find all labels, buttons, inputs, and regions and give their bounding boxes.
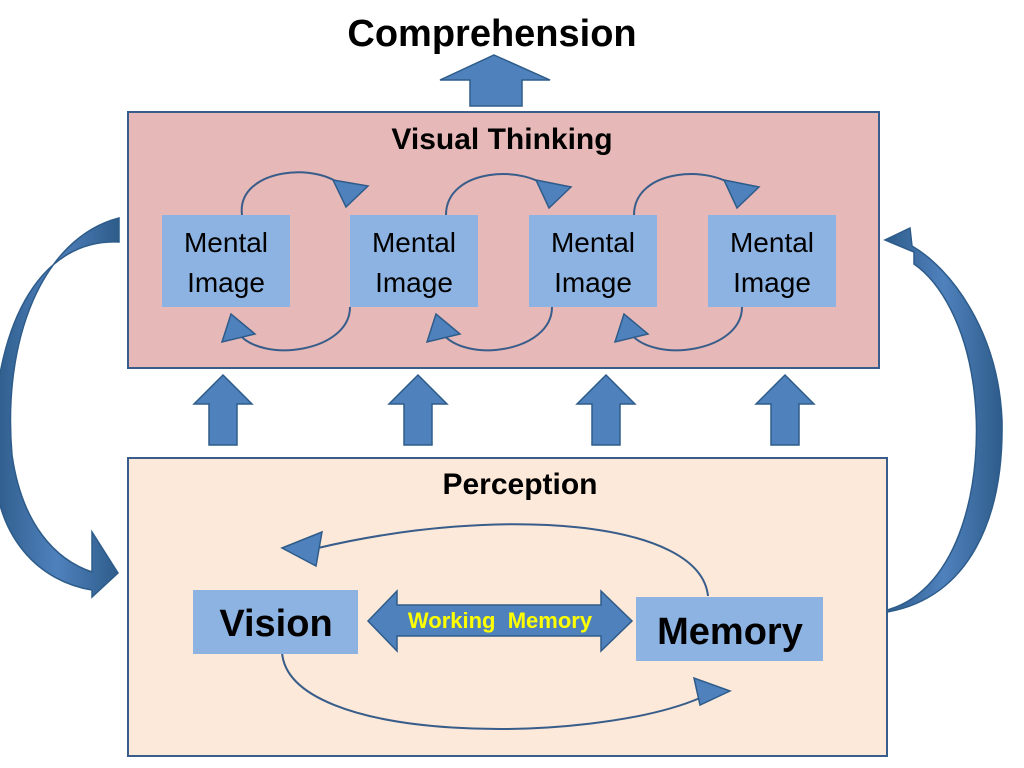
backward-loop-arc xyxy=(237,306,351,352)
mental-image-label-line1: Mental xyxy=(184,227,268,258)
mental-image-label-line1: Mental xyxy=(372,227,456,258)
mental-image-label-line2: Image xyxy=(554,267,632,298)
working-memory-double-arrow xyxy=(366,589,634,653)
mental-image-label-line2: Image xyxy=(733,267,811,298)
perception-loop-bottom-arc xyxy=(281,651,701,730)
comprehension-title: Comprehension xyxy=(347,13,636,55)
up-arrow xyxy=(754,373,816,446)
backward-arrow-head xyxy=(220,312,257,344)
perception-loop-bottom-arrow-head xyxy=(692,676,732,707)
mental-image-box: Mental Image xyxy=(708,215,836,307)
working-memory-label: Working Memory xyxy=(408,608,593,633)
perception-title: Perception xyxy=(442,468,597,501)
mental-image-label-line2: Image xyxy=(187,267,265,298)
forward-arrow-head xyxy=(534,178,573,210)
up-arrow xyxy=(575,373,637,446)
up-arrow xyxy=(192,373,254,446)
mental-image-box: Mental Image xyxy=(350,215,478,307)
backward-loop-arc xyxy=(441,306,553,352)
mental-image-box: Mental Image xyxy=(529,215,657,307)
backward-arrow-head xyxy=(425,312,462,344)
up-arrow xyxy=(387,373,449,446)
forward-arrow-head xyxy=(331,179,370,209)
vision-box xyxy=(193,590,358,654)
right-curved-arrow xyxy=(883,226,1003,613)
backward-arrow-head xyxy=(613,312,650,344)
mental-image-label-line2: Image xyxy=(375,267,453,298)
perception-loop-top-arc xyxy=(317,523,709,597)
mental-image-box: Mental Image xyxy=(162,215,290,307)
memory-box xyxy=(636,597,823,661)
perception-loop-top-arrow-head xyxy=(280,530,323,568)
visual-thinking-title: Visual Thinking xyxy=(391,123,612,156)
memory-label: Memory xyxy=(657,611,803,653)
backward-loop-arc xyxy=(629,306,743,352)
mental-image-label-line1: Mental xyxy=(730,227,814,258)
vision-label: Vision xyxy=(219,603,332,645)
forward-arrow-head xyxy=(722,178,761,210)
left-curved-arrow xyxy=(0,217,120,599)
up-arrow-comprehension xyxy=(439,54,551,107)
mental-image-label-line1: Mental xyxy=(551,227,635,258)
